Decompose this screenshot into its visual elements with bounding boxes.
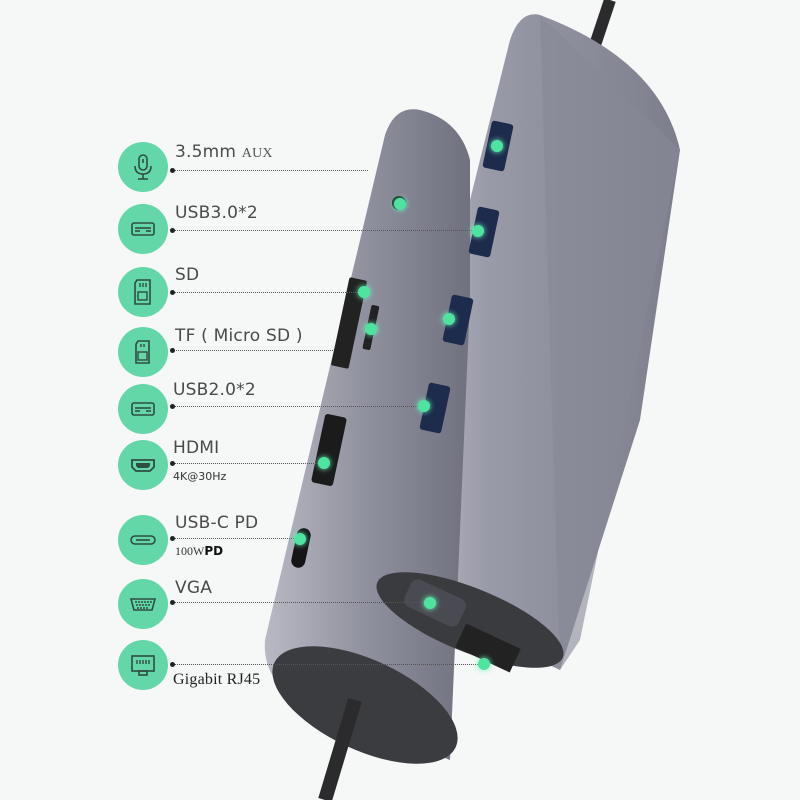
sd-label: SD [175,265,200,285]
leader-line-vga [173,602,430,603]
vga-icon [129,598,157,611]
leader-dot [170,290,175,295]
usb-port-icon [131,402,155,416]
port-marker-tf [365,323,377,335]
usb3-badge [118,204,168,254]
leader-dot [170,662,175,667]
vga-label: VGA [175,578,213,598]
leader-line-usbc [173,538,300,539]
usbc-label: USB-C PD [175,513,259,533]
port-marker-hdmi [318,457,330,469]
hdmi-sublabel: 4K@30Hz [173,470,227,483]
leader-dot [170,168,175,173]
usb3-label: USB3.0*2 [175,203,258,223]
hdmi-label: HDMI [173,438,220,458]
port-marker-usb3-a [491,140,503,152]
port-marker-usb2-a [443,313,455,325]
usbc-sublabel: 100WPD [175,544,224,558]
sd-badge [118,267,168,317]
sd-card-icon [134,279,151,305]
usbc-badge [118,515,168,565]
port-marker-usbc [294,533,306,545]
hdmi-badge [118,440,168,490]
usb2-badge [118,384,168,434]
leader-line-sd [173,292,364,293]
usb-c-icon [130,535,156,545]
usb2-label: USB2.0*2 [173,380,256,400]
micro-sd-icon [135,340,150,364]
tf-label: TF ( Micro SD ) [175,326,303,346]
usb-port-icon [131,222,155,236]
leader-line-usb2 [173,406,424,407]
leader-line-rj45 [173,664,484,665]
vga-badge [118,579,168,629]
leader-dot [170,228,175,233]
leader-dot [170,404,175,409]
leader-line-usb3 [173,230,478,231]
tf-badge [118,327,168,377]
rj45-label: Gigabit RJ45 [173,671,261,688]
leader-dot [170,536,175,541]
leader-line-hdmi [173,463,324,464]
leader-dot [170,461,175,466]
port-marker-usb2-b [418,400,430,412]
aux-label: 3.5mm AUX [175,142,273,162]
port-marker-aux [394,198,406,210]
ethernet-icon [131,655,155,676]
hdmi-icon [131,459,155,472]
leader-dot [170,600,175,605]
rj45-badge [118,640,168,690]
aux-badge [118,142,168,192]
port-marker-sd [358,286,370,298]
leader-line-aux [173,170,368,171]
port-marker-usb3-b [472,225,484,237]
port-marker-rj45 [478,658,490,670]
leader-line-tf [173,350,333,351]
leader-dot [170,348,175,353]
microphone-icon [134,154,152,180]
port-marker-vga [424,597,436,609]
